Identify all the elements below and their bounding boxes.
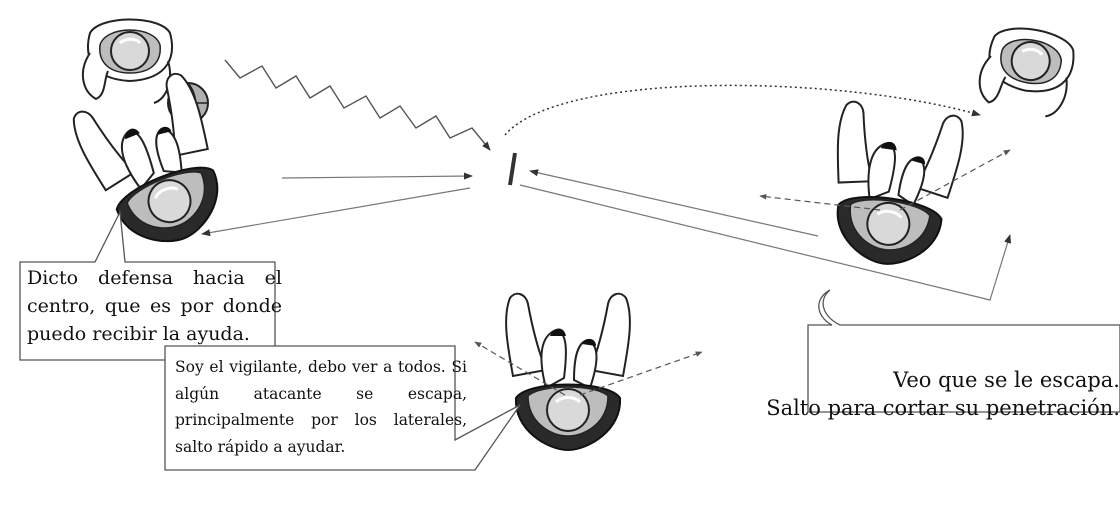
- vision-arrow-center-1: [474, 341, 566, 396]
- attacker-left: [81, 18, 174, 105]
- callout-right-box: [807, 289, 1120, 413]
- defender-center: [504, 292, 632, 452]
- arrow-left-to-basket: [281, 172, 473, 180]
- basket-mark: [508, 152, 517, 186]
- callout-center-text: Soy el vigilante, debo ver a todos. Si a…: [175, 358, 467, 456]
- vision-arrow-right-2: [899, 149, 1011, 211]
- pass-zigzag-arrow: [224, 59, 491, 151]
- dotted-curve-arrow: [504, 84, 981, 136]
- callout-left-box: [19, 209, 276, 361]
- callout-right-line-1: Veo que se le escapa.: [893, 368, 1120, 392]
- callout-right-line-2: Salto para cortar su penetración.: [766, 396, 1120, 420]
- attacker-right: [973, 20, 1080, 122]
- callout-center-box: [164, 345, 521, 471]
- callout-right-text: Veo que se le escapa. Salto para cortar …: [758, 366, 1120, 422]
- arrow-right-to-basket: [529, 169, 819, 237]
- arrow-basket-to-left: [201, 187, 471, 237]
- vision-arrow-center-2: [579, 351, 703, 396]
- vision-arrow-right-1: [759, 193, 881, 211]
- arrow-baseline-route: [519, 184, 1012, 301]
- callout-left-text: Dicto defensa hacia el centro, que es po…: [27, 267, 282, 345]
